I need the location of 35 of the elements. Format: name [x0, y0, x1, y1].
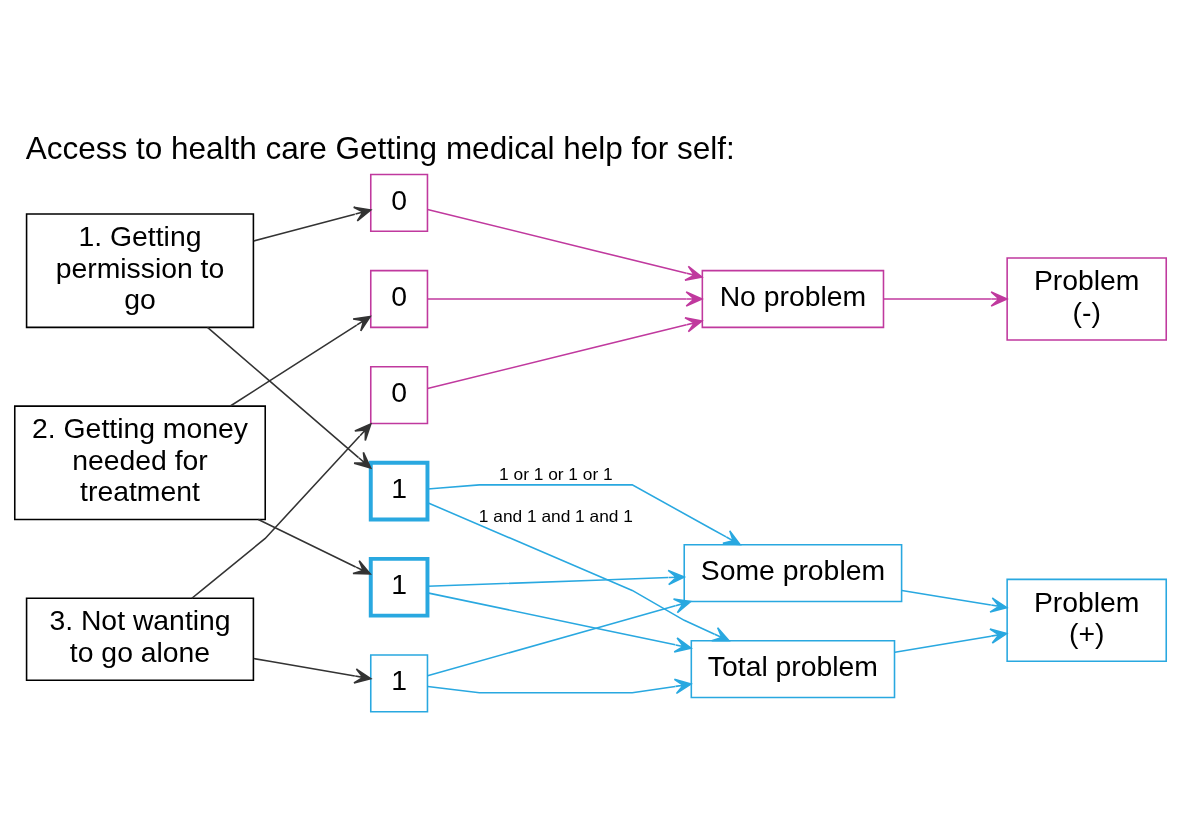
- node-box: Problem (-): [1006, 256, 1167, 341]
- arrow: [426, 501, 730, 642]
- edge-label: 1 and 1 and 1 and 1: [478, 505, 633, 526]
- node-box: 1: [368, 556, 430, 618]
- arrow: [229, 315, 372, 407]
- arrow: [426, 208, 703, 281]
- arrow: [427, 483, 741, 545]
- arrow: [257, 518, 372, 575]
- node-box: Problem (+): [1006, 578, 1167, 662]
- node-box: 1: [368, 460, 430, 521]
- arrow: [253, 205, 372, 242]
- arrow: [894, 627, 1008, 653]
- node-box: 0: [369, 173, 429, 232]
- node-box: 1: [369, 653, 429, 712]
- node-box: 1. Getting permission to go: [25, 212, 255, 328]
- arrow: [426, 569, 685, 587]
- node-box: 3. Not wanting to go alone: [25, 597, 255, 681]
- arrow: [426, 290, 703, 307]
- node-box: Total problem: [690, 639, 896, 698]
- node-box: 2. Getting money needed for treatment: [14, 404, 266, 520]
- diagram-title: Access to health care Getting medical help for self:: [25, 129, 735, 166]
- arrow: [206, 326, 372, 469]
- node-box: 0: [369, 365, 429, 424]
- arrow: [901, 589, 1008, 613]
- arrow: [427, 678, 692, 694]
- node-box: 0: [369, 269, 429, 328]
- arrow: [253, 657, 372, 684]
- arrow: [426, 591, 692, 653]
- node-box: Some problem: [683, 543, 903, 602]
- arrow: [426, 316, 703, 389]
- arrow: [426, 597, 692, 677]
- node-box: No problem: [701, 269, 885, 328]
- arrow: [191, 422, 372, 599]
- edge-label: 1 or 1 or 1 or 1: [499, 463, 613, 484]
- arrow: [882, 290, 1008, 307]
